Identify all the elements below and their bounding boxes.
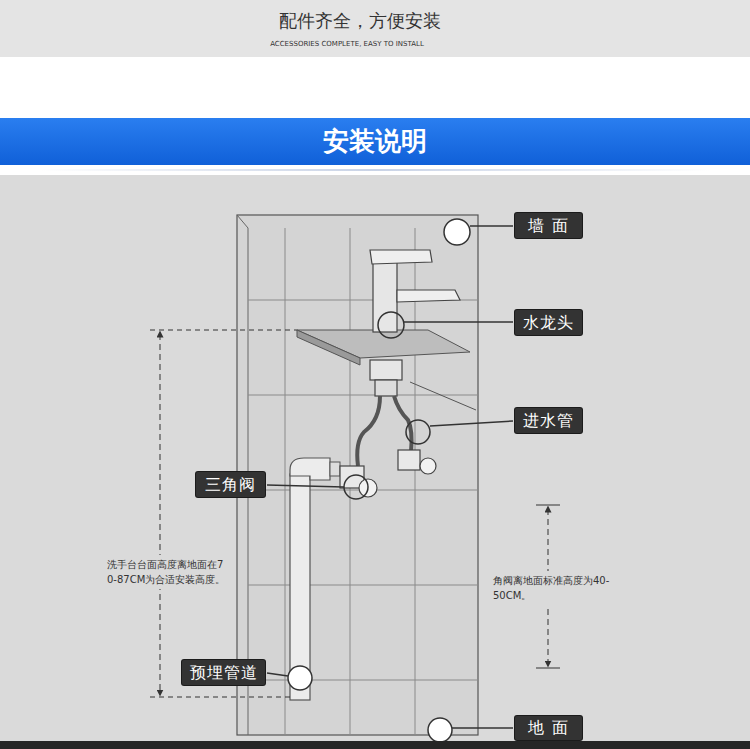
label-text: 预埋管道: [190, 664, 258, 682]
label-box: 进水管: [515, 408, 582, 433]
label-box: 地 面: [515, 716, 582, 740]
section-title: 安装说明: [0, 118, 750, 165]
height-note: 洗手台台面高度离地面在70-87CM为合适安装高度。: [106, 555, 228, 589]
banner-subheading: ACCESSORIES COMPLETE, EASY TO INSTALL: [0, 40, 694, 49]
label-text: 墙 面: [528, 217, 568, 235]
label-box: 预埋管道: [182, 660, 265, 685]
bottom-bar: [0, 741, 750, 749]
label-text: 水龙头: [523, 314, 574, 332]
label-box: 三角阀: [196, 472, 265, 497]
label-text: 三角阀: [205, 476, 256, 494]
divider-line: [40, 169, 710, 171]
banner-heading: 配件齐全，方便安装: [0, 10, 720, 32]
height-note: 角阀离地面标准高度为40-50CM。: [492, 571, 614, 605]
label-box: 水龙头: [515, 310, 582, 335]
label-box: 墙 面: [515, 213, 582, 238]
label-text: 进水管: [523, 412, 574, 430]
label-text: 地 面: [528, 719, 568, 737]
